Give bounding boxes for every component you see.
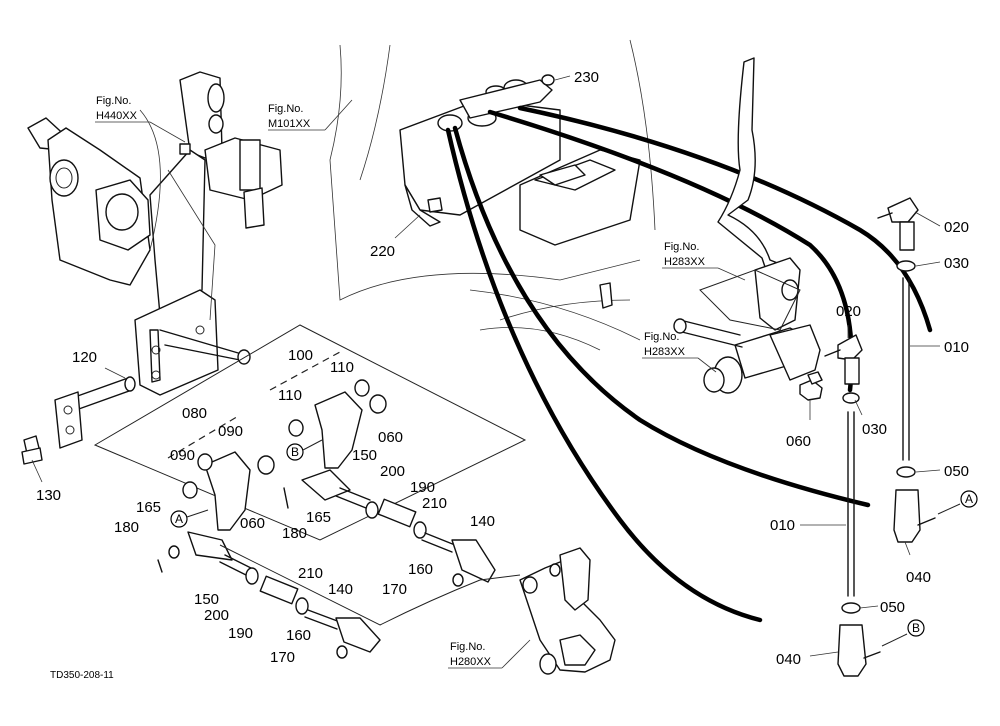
fig-ref-h283-upper-code: H283XX <box>664 256 706 268</box>
shaft-120-assembly <box>21 376 136 465</box>
callout-190-a: 190 <box>410 479 435 496</box>
callout-080: 080 <box>182 405 207 422</box>
callout-060-a: 060 <box>378 429 403 446</box>
top-left-bracket-assembly <box>27 71 283 396</box>
marker-b-1: B <box>286 439 323 461</box>
callout-170-a: 170 <box>382 581 407 598</box>
bottom-bracket-h280 <box>519 547 616 675</box>
callout-230: 230 <box>574 69 599 86</box>
callout-030-a: 030 <box>944 255 969 272</box>
callout-010-a: 010 <box>944 339 969 356</box>
fig-ref-h283-lower: Fig.No. H283XX <box>644 331 686 358</box>
marker-b-1-label: B <box>291 445 299 459</box>
callout-150-a: 150 <box>352 447 377 464</box>
callout-110-b: 110 <box>278 387 302 404</box>
marker-a-2: A <box>937 490 978 515</box>
callout-210-a: 210 <box>422 495 447 512</box>
callout-140-b: 140 <box>328 581 353 598</box>
callout-120: 120 <box>72 349 97 366</box>
marker-a-2-label: A <box>965 492 973 506</box>
callout-150-b: 150 <box>194 591 219 608</box>
callout-040-a: 040 <box>906 569 931 586</box>
fig-ref-h283-lower-label: Fig.No. <box>644 331 679 343</box>
callout-050-b: 050 <box>880 599 905 616</box>
fig-ref-m101: Fig.No. M101XX <box>268 103 311 130</box>
callout-160-a: 160 <box>408 561 433 578</box>
callout-030-b: 030 <box>862 421 887 438</box>
fig-ref-h440-label: Fig.No. <box>96 95 131 107</box>
callout-165-a: 165 <box>136 499 161 516</box>
fig-ref-h280-label: Fig.No. <box>450 641 485 653</box>
callout-200-b: 200 <box>204 607 229 624</box>
callout-010-b: 010 <box>770 517 795 534</box>
document-code: TD350-208-11 <box>50 670 114 681</box>
callout-160-b: 160 <box>286 627 311 644</box>
left-rod-assembly <box>824 334 881 677</box>
fig-ref-h440: Fig.No. H440XX <box>96 95 138 122</box>
marker-a-1: A <box>170 509 209 528</box>
part-callouts: 230 220 120 130 100 110 110 080 090 090 … <box>36 69 969 668</box>
callout-180-a: 180 <box>114 519 139 536</box>
callout-090-b: 090 <box>170 447 195 464</box>
marker-a-1-label: A <box>175 512 183 526</box>
callout-220: 220 <box>370 243 395 260</box>
callout-190-b: 190 <box>228 625 253 642</box>
callout-170-b: 170 <box>270 649 295 666</box>
fig-ref-h280: Fig.No. H280XX <box>450 641 492 668</box>
marker-b-2-label: B <box>912 621 920 635</box>
callout-090-a: 090 <box>218 423 243 440</box>
callout-060-b: 060 <box>240 515 265 532</box>
fig-ref-h283-upper: Fig.No. H283XX <box>664 241 706 268</box>
fig-ref-h440-code: H440XX <box>96 110 138 122</box>
callout-110-a: 110 <box>330 359 354 376</box>
callout-210-b: 210 <box>298 565 323 582</box>
callout-165-b: 165 <box>306 509 331 526</box>
fig-ref-m101-label: Fig.No. <box>268 103 303 115</box>
fig-ref-h283-lower-code: H283XX <box>644 346 686 358</box>
callout-130: 130 <box>36 487 61 504</box>
fig-ref-h280-code: H280XX <box>450 656 492 668</box>
callout-100: 100 <box>288 347 313 364</box>
marker-b-2: B <box>881 619 925 647</box>
reservoir-tank-area <box>329 39 656 351</box>
leader-lines <box>31 75 941 669</box>
callout-200-a: 200 <box>380 463 405 480</box>
right-rod-assembly <box>877 197 936 543</box>
callout-140-a: 140 <box>470 513 495 530</box>
fig-ref-m101-code: M101XX <box>268 118 311 130</box>
lower-linkage-assembly <box>93 324 527 659</box>
callout-020-a: 020 <box>944 219 969 236</box>
lever-bracket-assembly <box>673 57 823 401</box>
control-cables <box>445 105 933 623</box>
callout-020-b: 020 <box>836 303 861 320</box>
fig-ref-h283-upper-label: Fig.No. <box>664 241 699 253</box>
callout-050-a: 050 <box>944 463 969 480</box>
callout-180-b: 180 <box>282 525 307 542</box>
callout-060-c: 060 <box>786 433 811 450</box>
callout-040-b: 040 <box>776 651 801 668</box>
